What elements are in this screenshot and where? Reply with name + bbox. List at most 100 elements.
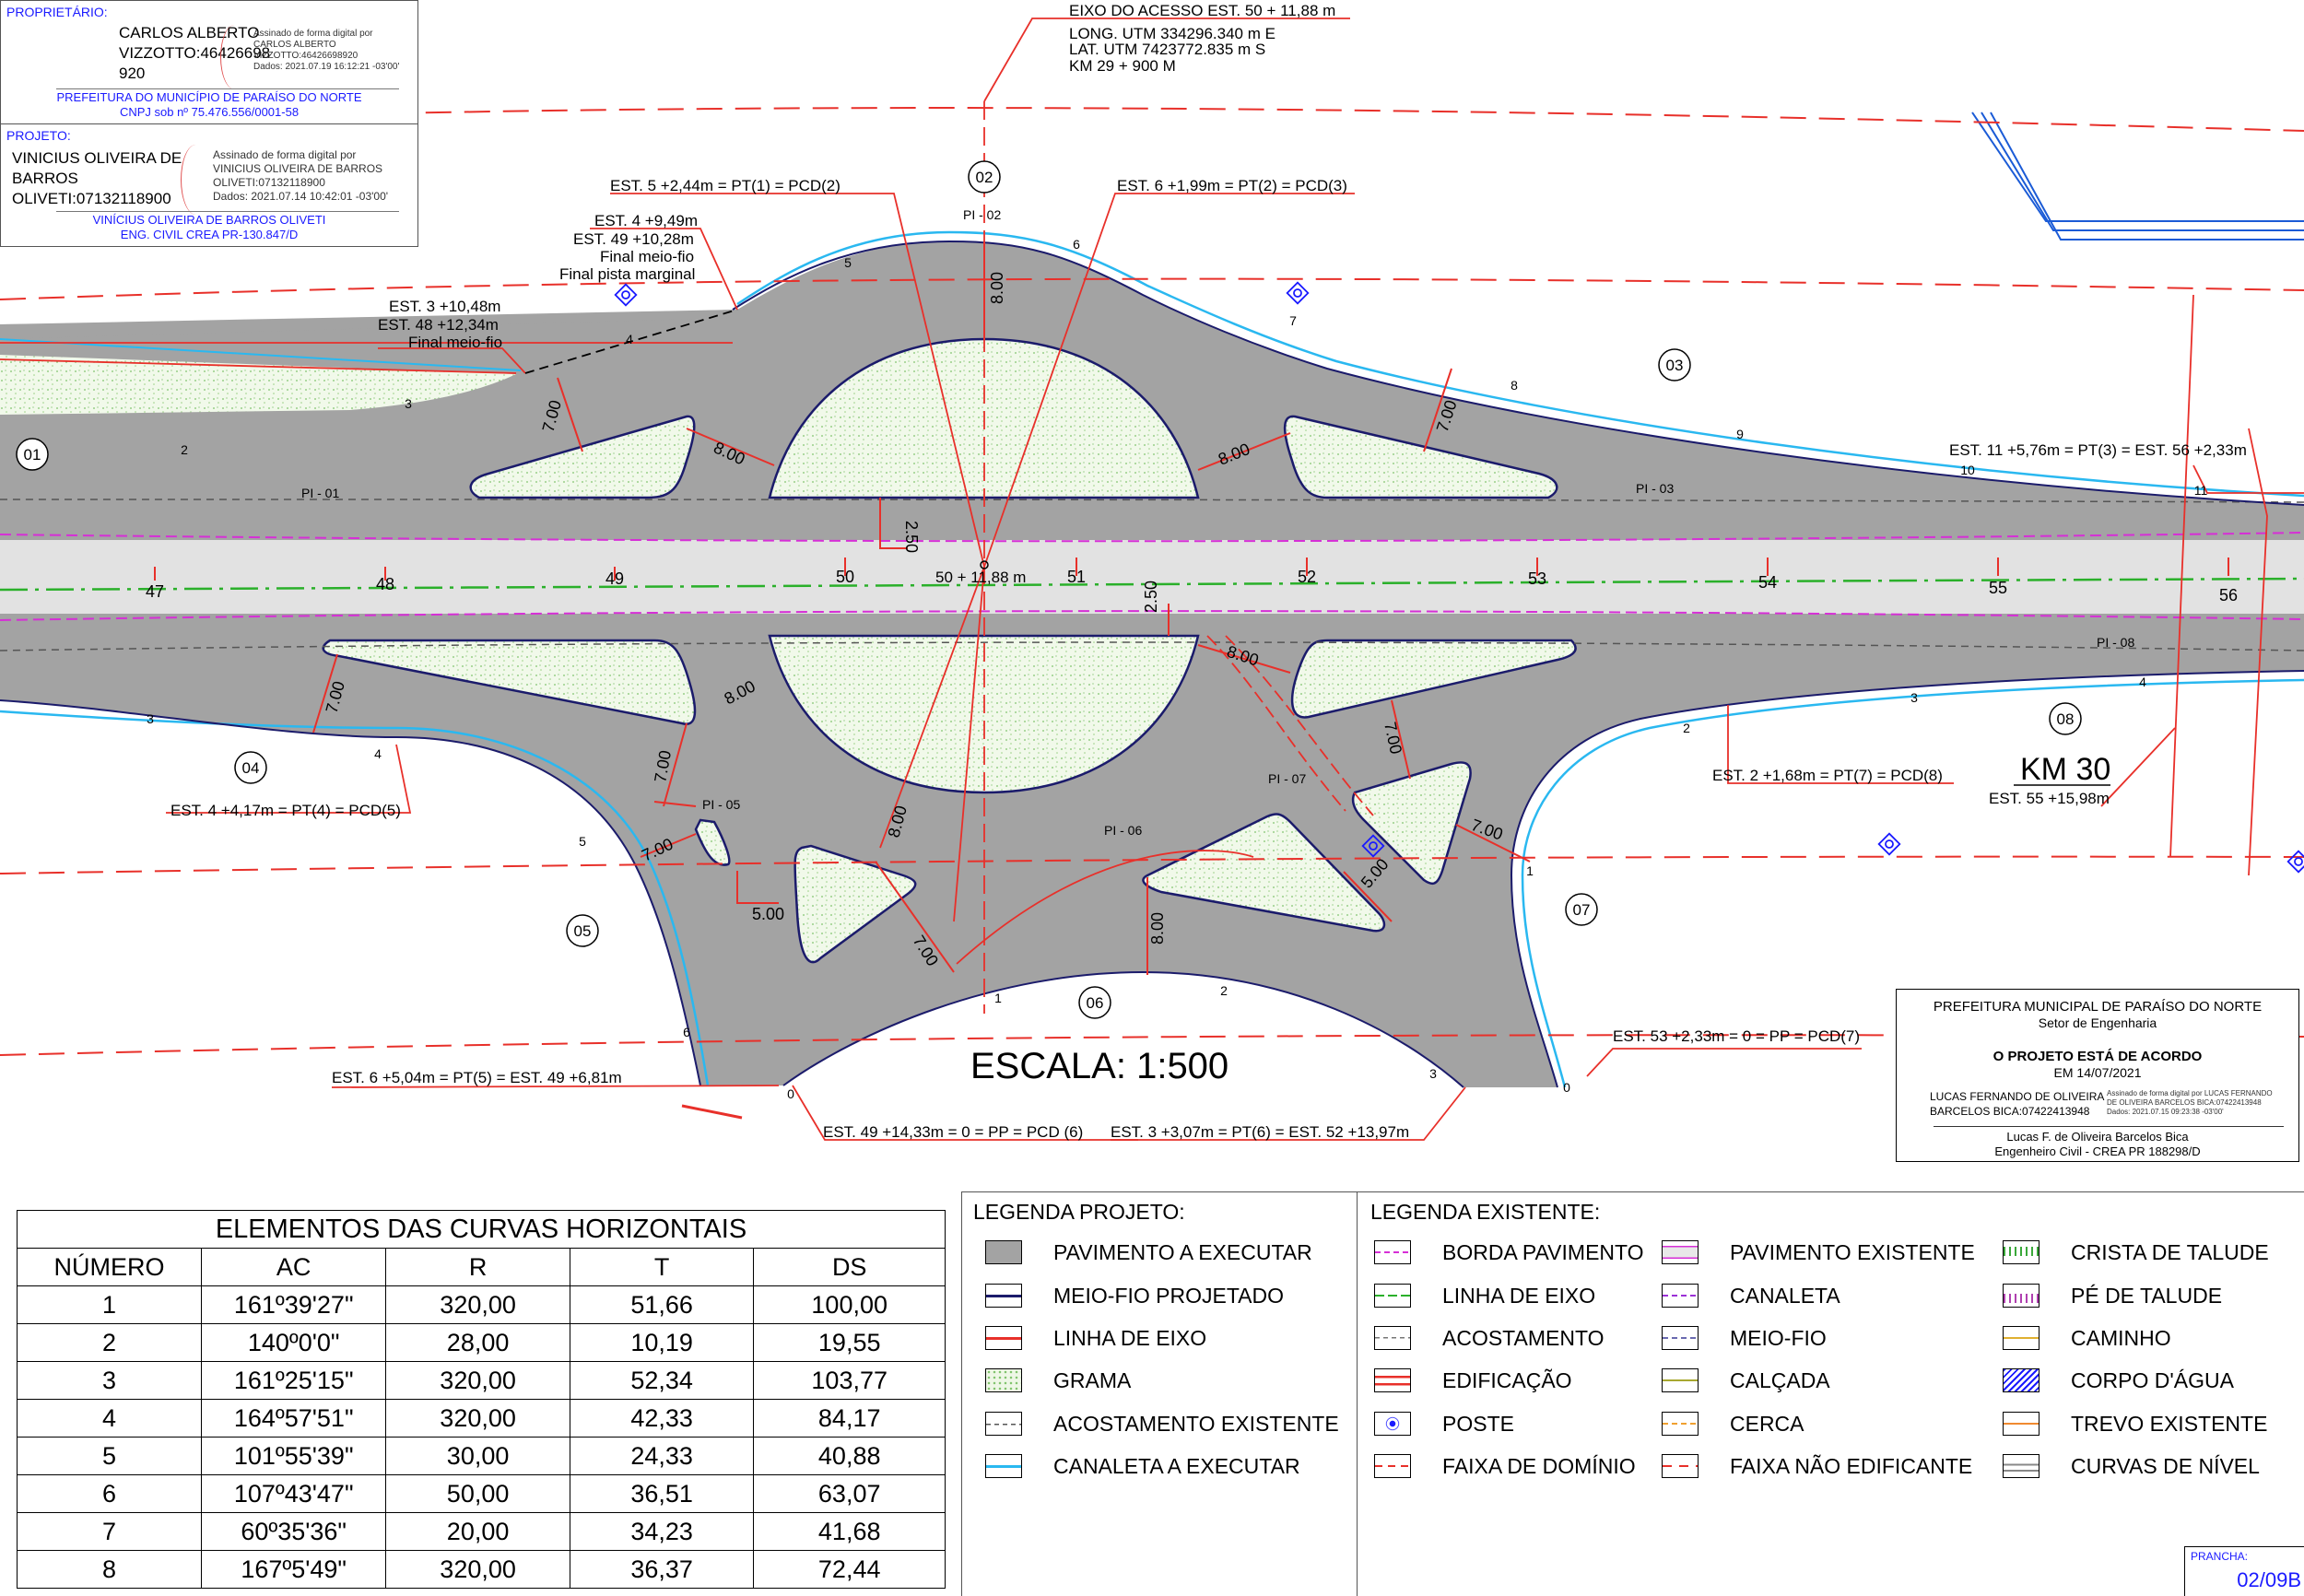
legend-item: CORPO D'ÁGUA (2003, 1367, 2234, 1394)
legend-swatch (2003, 1368, 2040, 1392)
legend-item: TREVO EXISTENTE (2003, 1410, 2267, 1438)
circle-03: 03 (1666, 357, 1684, 374)
sta-small: 1 (994, 991, 1002, 1005)
sta-small: 5 (579, 834, 586, 849)
sta-small: 5 (844, 255, 852, 270)
table-cell: 6 (16, 1474, 203, 1513)
legend-label: PÉ DE TALUDE (2071, 1283, 2223, 1308)
legend-item: FAIXA NÃO EDIFICANTE (1662, 1452, 1972, 1480)
legend-item: POSTE (1374, 1410, 1514, 1438)
est49b-label: EST. 49 +14,33m = 0 = PP = PCD (6) (823, 1123, 1083, 1141)
est49a-label: EST. 49 +10,28m (573, 230, 694, 248)
station-52: 52 (1298, 568, 1316, 586)
legend-label: FAIXA DE DOMÍNIO (1442, 1453, 1636, 1478)
station-50: 50 (836, 568, 854, 586)
legend-item: ACOSTAMENTO EXISTENTE (985, 1410, 1339, 1438)
legend-item: GRAMA (985, 1367, 1131, 1394)
station-47: 47 (146, 582, 164, 601)
station-56: 56 (2219, 586, 2238, 604)
sta-small: 0 (787, 1086, 794, 1101)
legend-swatch (1662, 1240, 1699, 1264)
table-cell: 161º25'15" (201, 1361, 387, 1400)
table-cell: 107º43'47" (201, 1474, 387, 1513)
table-cell: 2 (16, 1323, 203, 1362)
circle-02: 02 (976, 169, 993, 186)
col-header: DS (753, 1248, 946, 1286)
legend-item: CANALETA (1662, 1282, 1840, 1309)
access-axis-long: LONG. UTM 334296.340 m E (1069, 25, 1275, 42)
legend-item: LINHA DE EIXO (1374, 1282, 1595, 1309)
table-header-row: NÚMERO AC R T DS (16, 1248, 946, 1286)
station-55: 55 (1989, 579, 2007, 597)
sta-small: 1 (1526, 863, 1534, 878)
table-cell: 40,88 (753, 1437, 946, 1475)
legend-swatch (2003, 1454, 2040, 1478)
table-cell: 41,68 (753, 1512, 946, 1551)
table-cell: 5 (16, 1437, 203, 1475)
legend-swatch (1374, 1412, 1411, 1436)
final-pista-label: Final pista marginal (559, 265, 695, 283)
legend-item: MEIO-FIO PROJETADO (985, 1282, 1284, 1309)
station-48: 48 (376, 575, 394, 593)
legend-item: CANALETA A EXECUTAR (985, 1452, 1300, 1480)
tb-date: EM 14/07/2021 (2053, 1065, 2142, 1080)
est6b-label: EST. 6 +5,04m = PT(5) = EST. 49 +6,81m (332, 1069, 622, 1086)
sta-small: 3 (147, 711, 154, 726)
table-cell: 60º35'36" (201, 1512, 387, 1551)
grass-swatch (985, 1368, 1022, 1392)
est2-label: EST. 2 +1,68m = PT(7) = PCD(8) (1712, 767, 1943, 784)
axis-swatch (985, 1326, 1022, 1350)
legend-swatch (1374, 1284, 1411, 1308)
owner-header: PROPRIETÁRIO: (6, 5, 108, 19)
legend-label: BORDA PAVIMENTO (1442, 1239, 1644, 1264)
legend-label: EDIFICAÇÃO (1442, 1367, 1572, 1392)
sta-small: 0 (1563, 1080, 1570, 1095)
sta-small: 3 (1429, 1066, 1437, 1081)
table-cell: 1 (16, 1285, 203, 1324)
table-cell: 20,00 (385, 1512, 570, 1551)
pavement-lower (0, 614, 2304, 1087)
table-cell: 140º0'0" (201, 1323, 387, 1362)
col-header: T (569, 1248, 755, 1286)
pi-05: PI - 05 (702, 797, 740, 812)
center-station-label: 50 + 11,88 m (935, 569, 1026, 586)
canal-swatch (985, 1454, 1022, 1478)
legend-label: CURVAS DE NÍVEL (2071, 1453, 2260, 1478)
est4b-label: EST. 4 +4,17m = PT(4) = PCD(5) (170, 802, 401, 819)
tb-engineer: Lucas F. de Oliveira Barcelos Bica (2006, 1130, 2189, 1144)
table-cell: 30,00 (385, 1437, 570, 1475)
table-cell: 101º55'39" (201, 1437, 387, 1475)
legend-item: PAVIMENTO A EXECUTAR (985, 1238, 1312, 1266)
legend-swatch (1662, 1284, 1699, 1308)
legend-label: ACOSTAMENTO (1442, 1325, 1605, 1350)
table-cell: 164º57'51" (201, 1399, 387, 1438)
access-axis-lat: LAT. UTM 7423772.835 m S (1069, 41, 1265, 58)
table-cell: 50,00 (385, 1474, 570, 1513)
scale-label: ESCALA: 1:500 (970, 1046, 1228, 1086)
legend-swatch (1662, 1454, 1699, 1478)
legend-label: CAMINHO (2071, 1325, 2171, 1350)
sta-small: 3 (405, 396, 412, 411)
table-cell: 19,55 (753, 1323, 946, 1362)
sta-small: 2 (1683, 721, 1690, 735)
dim-25: 2.50 (1142, 581, 1160, 613)
sheet-number: 02/09B (2237, 1568, 2301, 1591)
legend-item: BORDA PAVIMENTO (1374, 1238, 1644, 1266)
legend-swatch (1374, 1326, 1411, 1350)
table-cell: 8 (16, 1550, 203, 1589)
table-cell: 84,17 (753, 1399, 946, 1438)
table-cell: 28,00 (385, 1323, 570, 1362)
legend-item: MEIO-FIO (1662, 1324, 1827, 1352)
legend-label: FAIXA NÃO EDIFICANTE (1730, 1453, 1973, 1478)
station-54: 54 (1758, 573, 1777, 592)
circle-04: 04 (242, 759, 260, 777)
legend-swatch (1662, 1326, 1699, 1350)
